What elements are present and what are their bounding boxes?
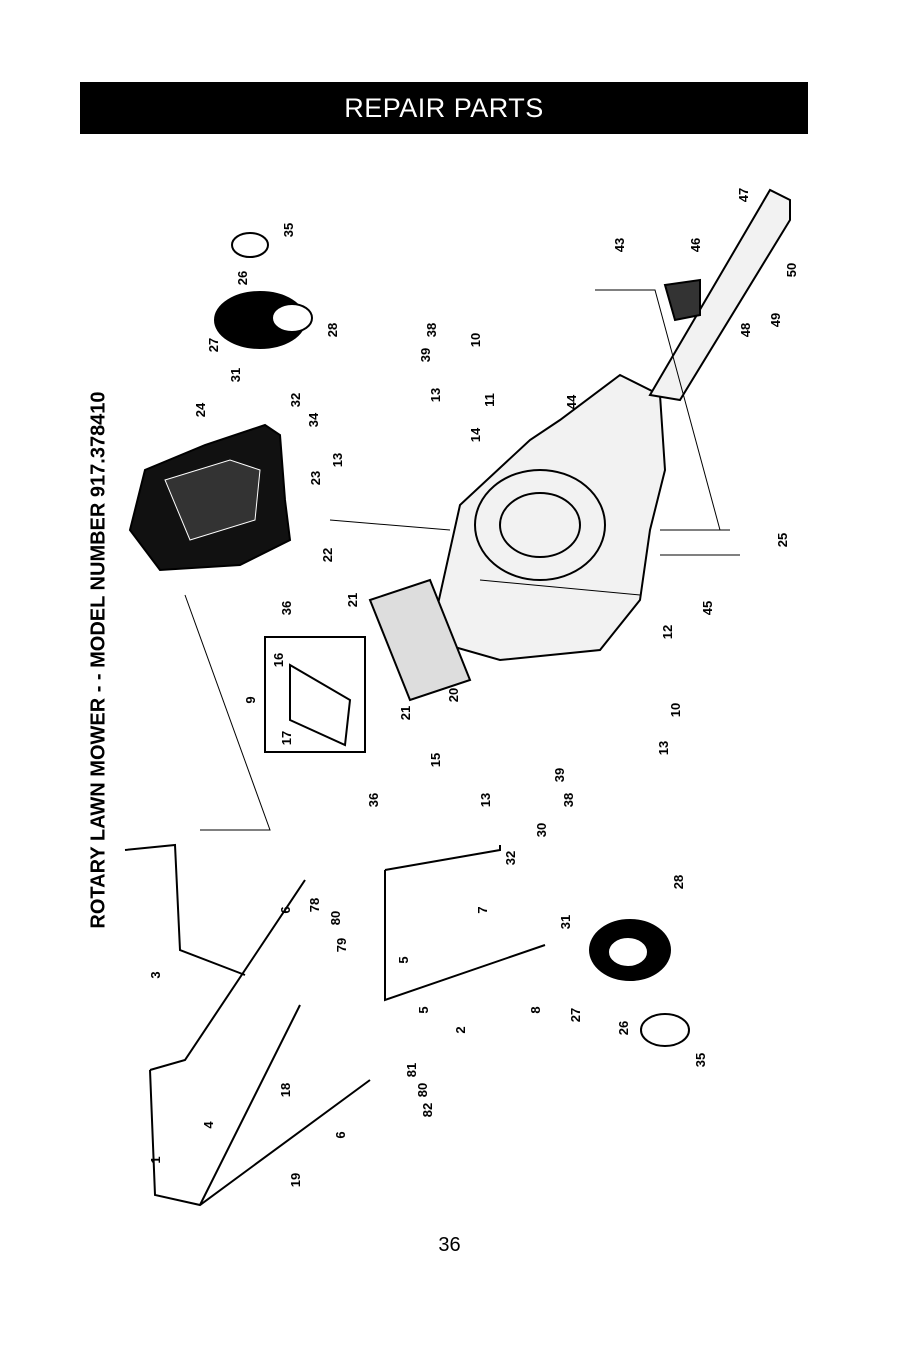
part-callout-81: 81 — [404, 1063, 419, 1077]
part-callout-32b: 32 — [503, 851, 518, 865]
part-callout-19: 19 — [288, 1173, 303, 1187]
part-callout-16: 16 — [271, 653, 286, 667]
part-callout-31b: 31 — [558, 915, 573, 929]
part-callout-80a: 80 — [328, 911, 343, 925]
header-bar: REPAIR PARTS — [80, 82, 808, 134]
part-callout-46: 46 — [688, 238, 703, 252]
part-callout-35a: 35 — [281, 223, 296, 237]
part-callout-17: 17 — [279, 731, 294, 745]
part-callout-27b: 27 — [568, 1008, 583, 1022]
part-callout-80b: 80 — [415, 1083, 430, 1097]
mower-deck — [430, 375, 665, 660]
part-callout-4: 4 — [201, 1121, 216, 1129]
part-callout-11: 11 — [482, 393, 497, 407]
part-callout-21b: 21 — [398, 706, 413, 720]
part-callout-28a: 28 — [325, 323, 340, 337]
part-callout-26a: 26 — [235, 271, 250, 285]
part-callout-18: 18 — [278, 1083, 293, 1097]
part-callout-38a: 38 — [424, 323, 439, 337]
part-callout-79: 79 — [334, 938, 349, 952]
part-callout-22: 22 — [320, 548, 335, 562]
part-callout-2: 2 — [453, 1026, 468, 1033]
part-callout-47: 47 — [736, 188, 751, 202]
part-callout-38b: 38 — [561, 793, 576, 807]
part-callout-48: 48 — [738, 323, 753, 337]
part-callout-6b: 6 — [333, 1131, 348, 1138]
part-callout-43: 43 — [612, 238, 627, 252]
part-callout-5b: 5 — [416, 1006, 431, 1013]
part-callout-5a: 5 — [396, 956, 411, 963]
part-callout-7: 7 — [475, 906, 490, 913]
part-callout-23: 23 — [308, 471, 323, 485]
exploded-parts-diagram: 1234556678910101112131313131415161718192… — [110, 160, 830, 1220]
part-callout-36b: 36 — [366, 793, 381, 807]
part-callout-45: 45 — [700, 601, 715, 615]
blade — [650, 190, 790, 400]
part-callout-6a: 6 — [278, 906, 293, 913]
model-number-text: ROTARY LAWN MOWER - - MODEL NUMBER 917.3… — [88, 391, 111, 928]
part-callout-32a: 32 — [288, 393, 303, 407]
part-callout-27a: 27 — [206, 338, 221, 352]
part-callout-1: 1 — [148, 1156, 163, 1163]
part-callout-9: 9 — [243, 696, 258, 703]
part-callout-24: 24 — [193, 402, 208, 417]
part-callout-50: 50 — [784, 263, 799, 277]
part-callout-31a: 31 — [228, 368, 243, 382]
part-callout-15: 15 — [428, 753, 443, 767]
part-callout-30: 30 — [534, 823, 549, 837]
part-callout-25: 25 — [775, 533, 790, 547]
part-callout-13a: 13 — [330, 453, 345, 467]
part-callout-12: 12 — [660, 625, 675, 639]
part-callout-14: 14 — [468, 427, 483, 442]
part-callout-39b: 39 — [552, 768, 567, 782]
part-callout-36a: 36 — [279, 601, 294, 615]
page-title: REPAIR PARTS — [344, 93, 544, 124]
part-callout-13b: 13 — [428, 388, 443, 402]
part-callout-28b: 28 — [671, 875, 686, 889]
part-callout-39a: 39 — [418, 348, 433, 362]
part-callout-21a: 21 — [345, 593, 360, 607]
part-callout-13d: 13 — [656, 741, 671, 755]
part-callout-78: 78 — [307, 898, 322, 912]
part-callout-49: 49 — [768, 313, 783, 327]
part-callout-35b: 35 — [693, 1053, 708, 1067]
part-callout-34: 34 — [306, 412, 321, 427]
part-callout-26b: 26 — [616, 1021, 631, 1035]
part-callout-44: 44 — [564, 394, 579, 409]
handle-assembly — [125, 845, 545, 1205]
part-callout-10b: 10 — [668, 703, 683, 717]
part-callout-3: 3 — [148, 971, 163, 978]
part-callout-8: 8 — [528, 1006, 543, 1013]
page-number: 36 — [0, 1234, 899, 1257]
part-callout-13c: 13 — [478, 793, 493, 807]
engine — [130, 425, 290, 570]
part-callout-10a: 10 — [468, 333, 483, 347]
part-callout-82: 82 — [420, 1103, 435, 1117]
part-callout-20: 20 — [446, 688, 461, 702]
